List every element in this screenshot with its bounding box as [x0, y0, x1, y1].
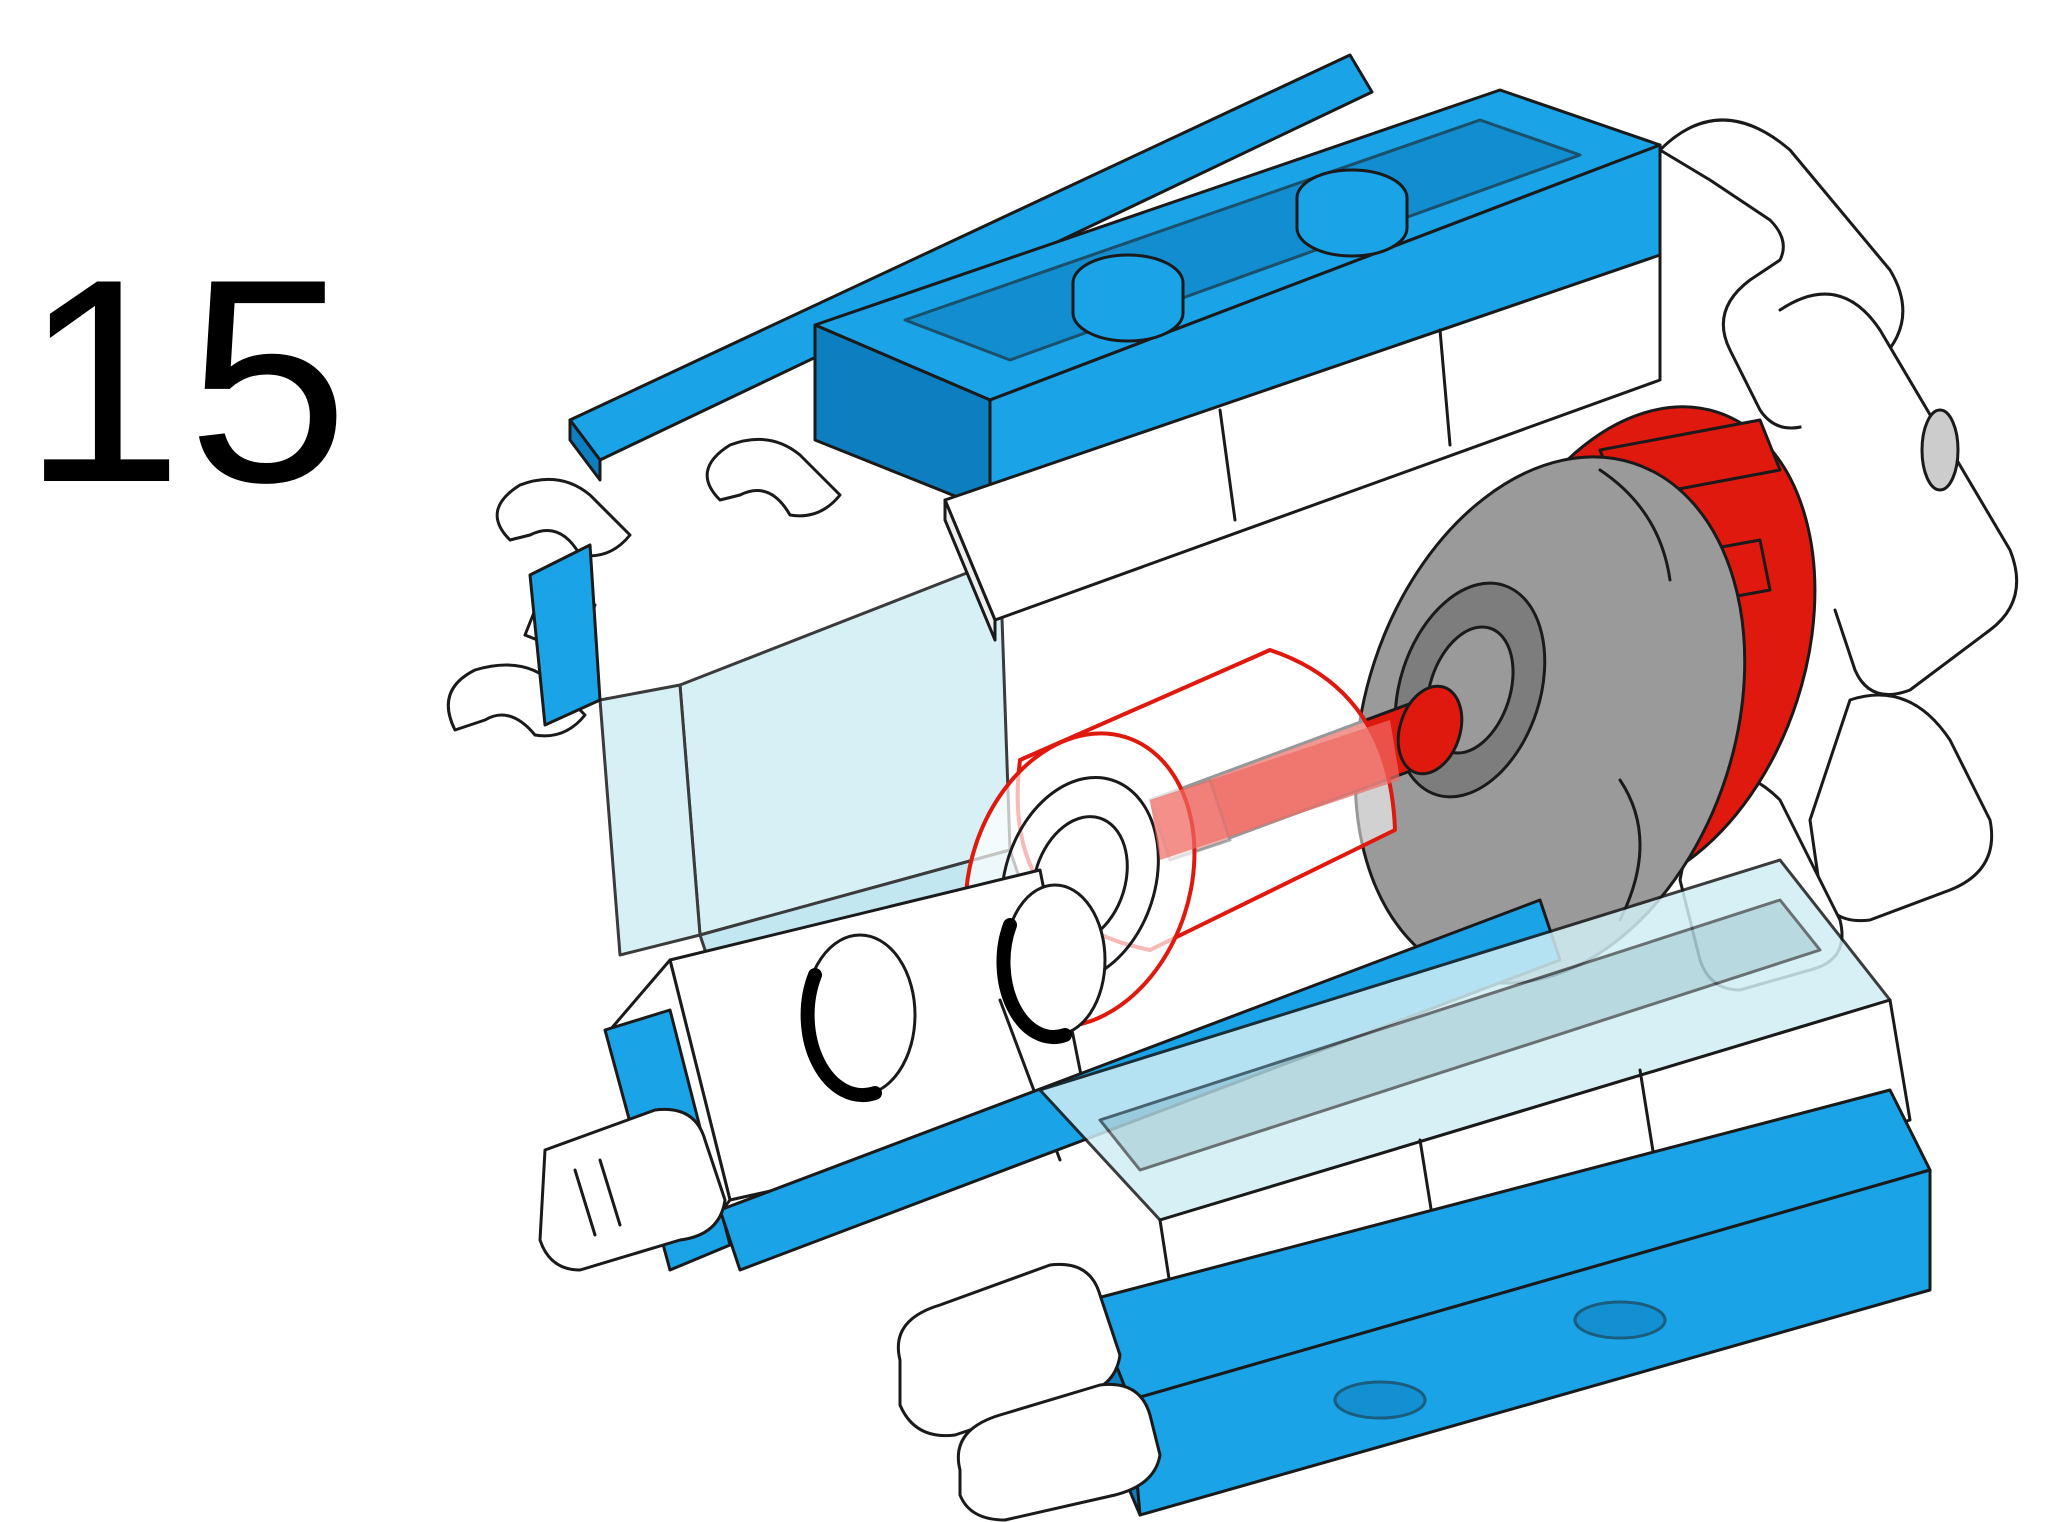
left-lower-clip — [538, 1107, 727, 1272]
gray-round-disc — [1353, 455, 1747, 985]
bottom-clips — [896, 1262, 1162, 1522]
top-blue-tile — [813, 88, 1662, 512]
trans-clear-block — [598, 558, 1022, 967]
trans-round-brick — [963, 648, 1400, 1029]
step-number: 15 — [22, 219, 353, 543]
white-brick-under-tile — [943, 253, 1662, 642]
top-blue-slope-plate — [568, 53, 1374, 482]
